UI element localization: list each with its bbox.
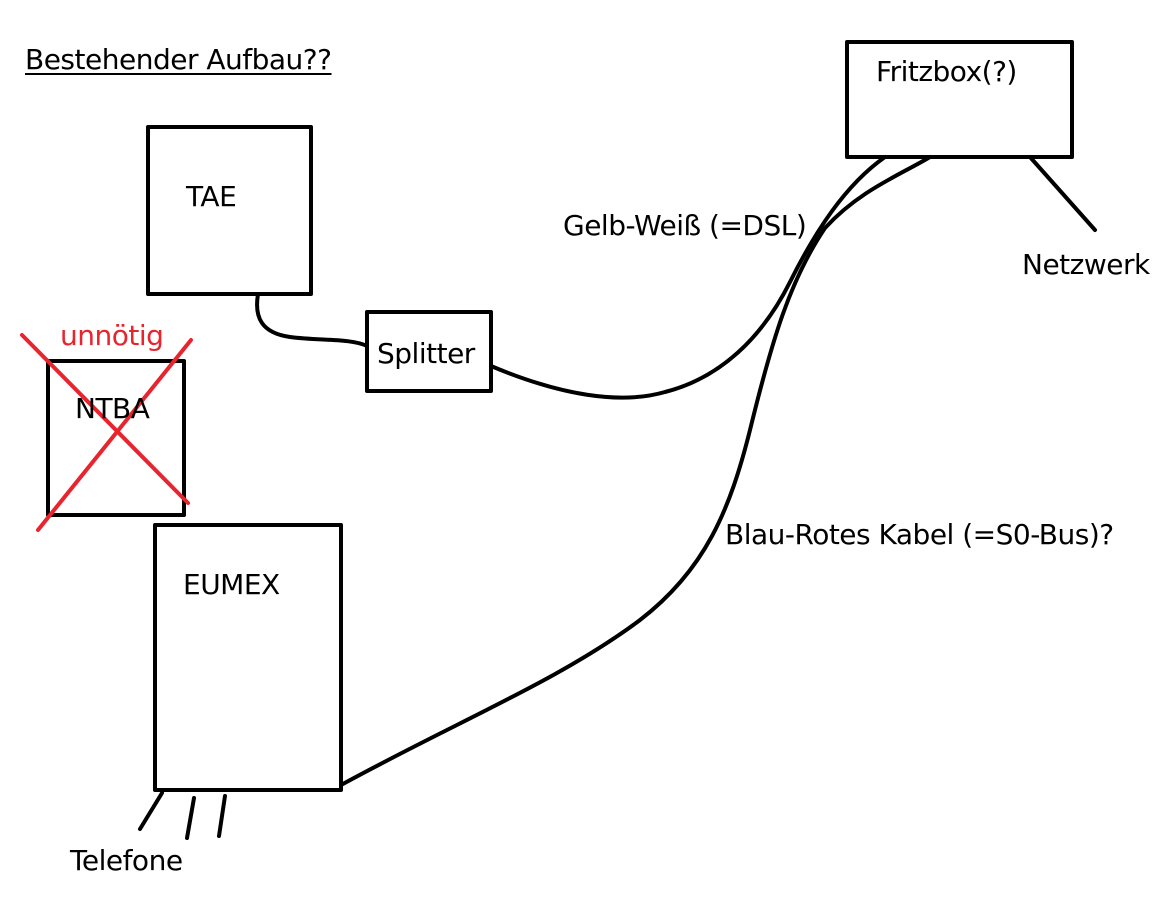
tae-box	[146, 125, 313, 296]
tae-splitter-cable	[255, 292, 369, 348]
splitter-label: Splitter	[377, 337, 475, 370]
ntba-box	[46, 359, 186, 517]
network-cable	[1028, 155, 1097, 232]
fritzbox-box	[845, 40, 1074, 159]
splitter-box	[365, 310, 493, 393]
phone-line-1	[138, 791, 164, 831]
dsl-cable	[489, 155, 887, 400]
dsl-cable-label: Gelb-Weiß (=DSL)	[563, 209, 807, 242]
fritzbox-label: Fritzbox(?)	[876, 55, 1017, 88]
strike-cross-line-1	[20, 333, 190, 505]
strike-cross-line-2	[36, 338, 193, 532]
phones-label: Telefone	[70, 844, 183, 877]
ntba-label: NTBA	[75, 392, 150, 425]
network-label: Netzwerk	[1022, 248, 1150, 281]
eumex-box	[153, 523, 343, 792]
s0-cable-label: Blau-Rotes Kabel (=S0-Bus)?	[725, 518, 1114, 551]
diagram-title: Bestehender Aufbau??	[25, 43, 332, 76]
unnoetig-annotation: unnötig	[60, 319, 164, 352]
phone-line-3	[217, 794, 227, 838]
phone-line-2	[185, 796, 196, 840]
eumex-label: EUMEX	[183, 568, 280, 601]
s0-cable	[339, 155, 932, 787]
tae-label: TAE	[186, 180, 237, 213]
